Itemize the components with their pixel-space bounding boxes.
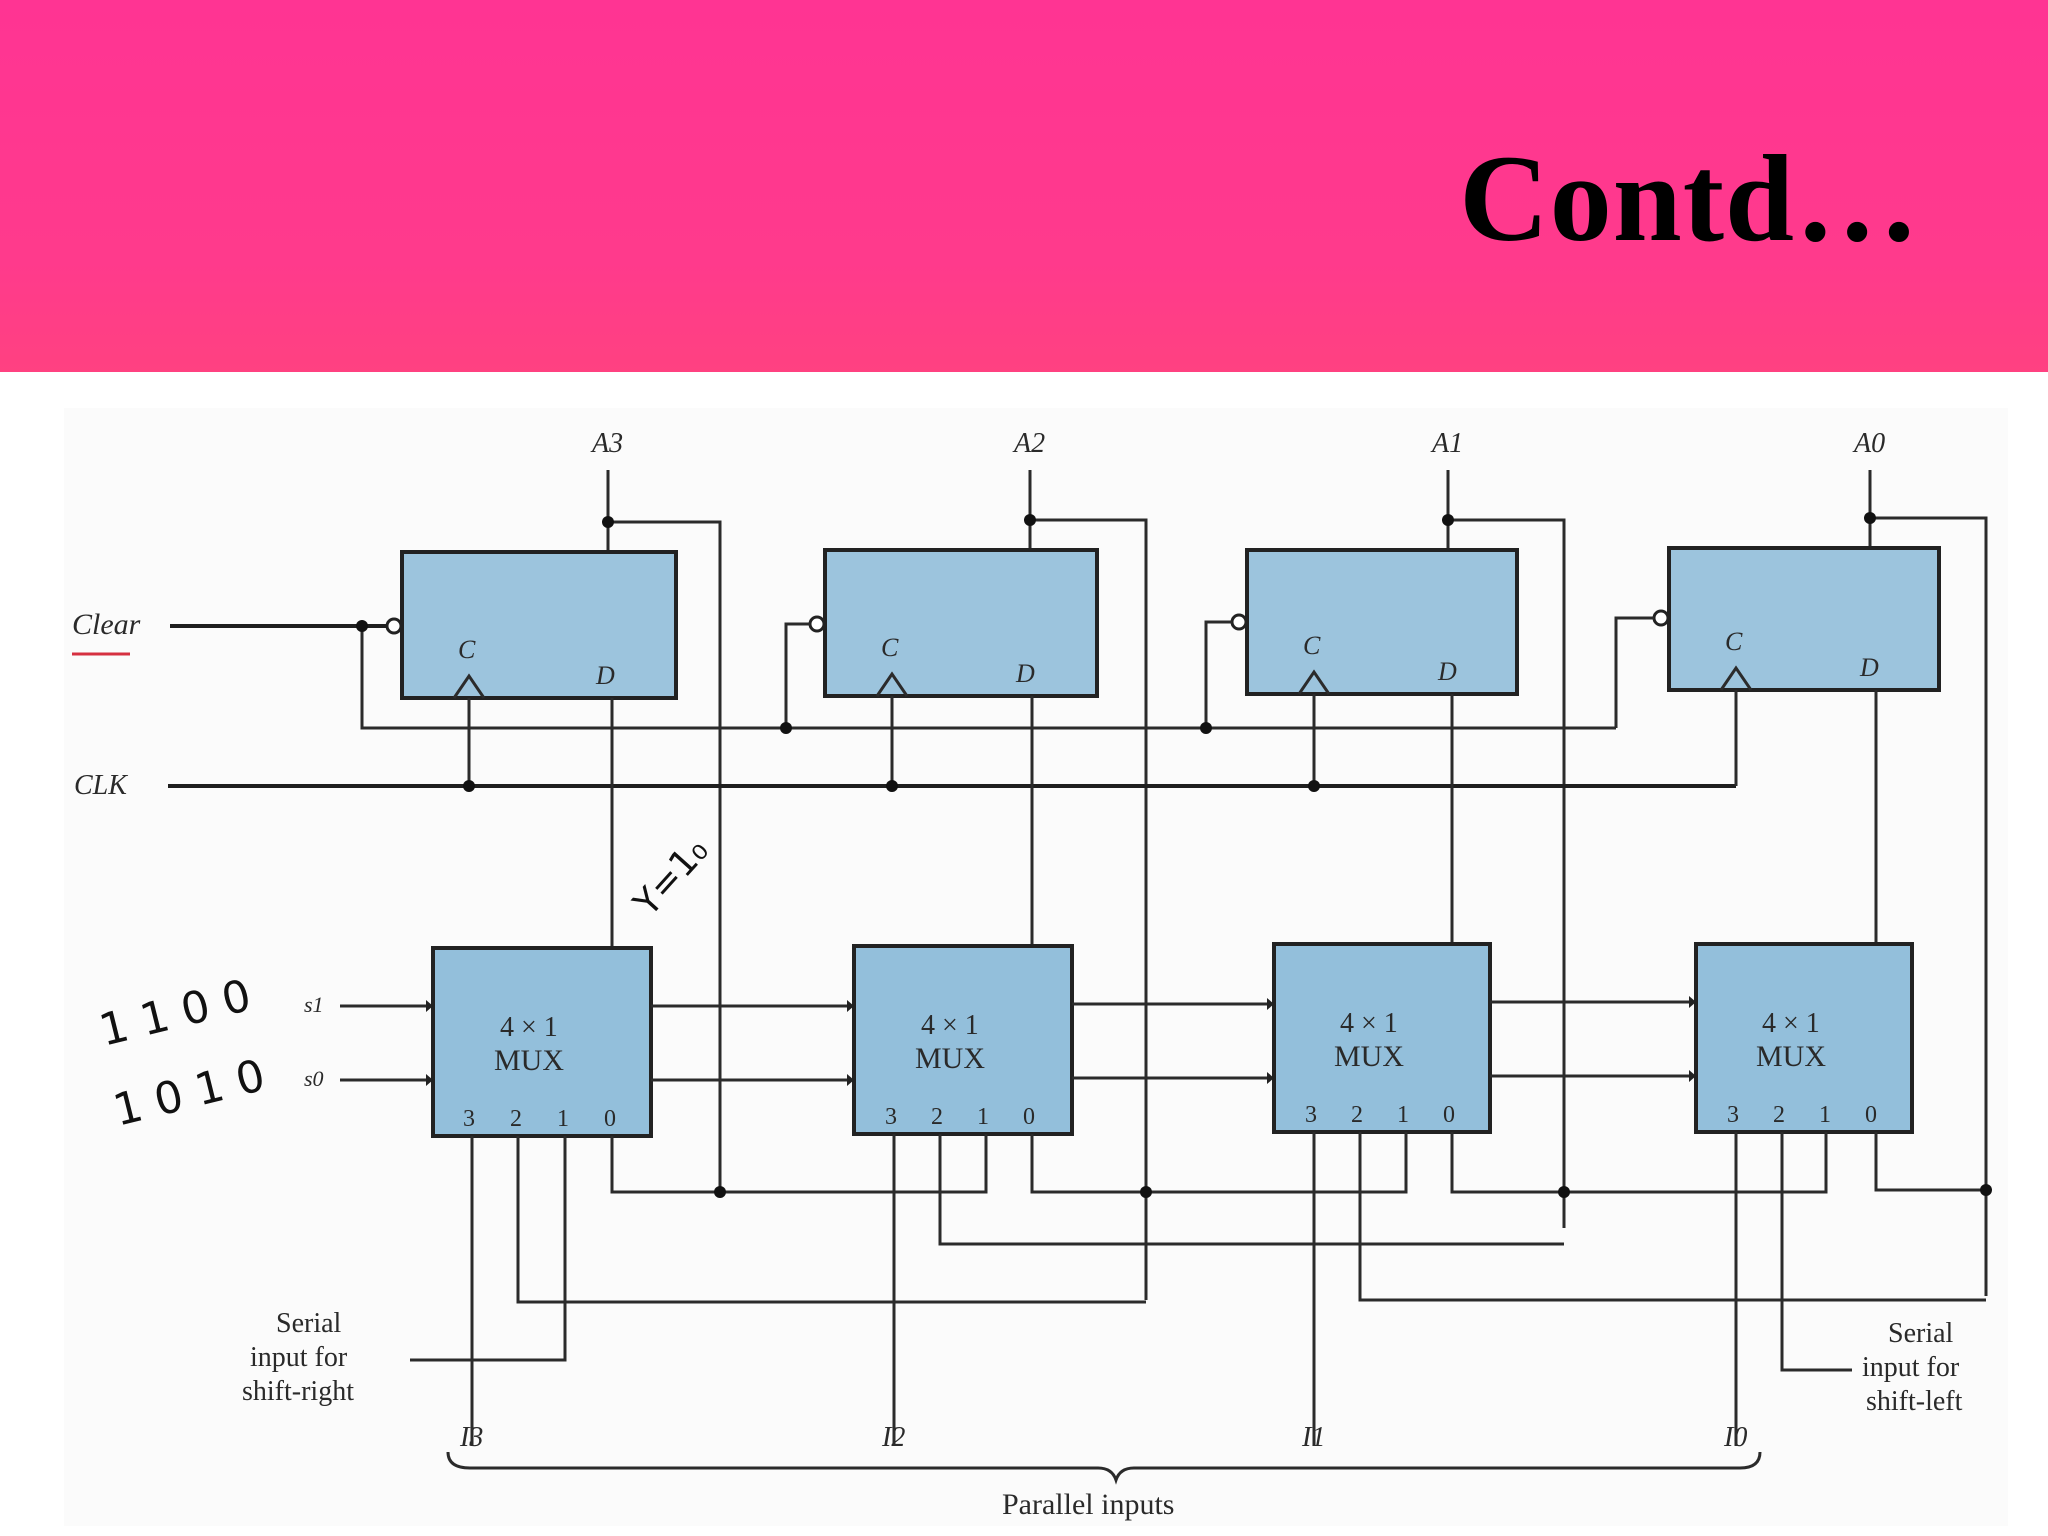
flip-flop-a1: [1245, 548, 1519, 696]
parallel-input-i1: I1: [1301, 1422, 1325, 1453]
ff3-clock-pin: C: [458, 635, 476, 664]
svg-text:0: 0: [1865, 1102, 1877, 1128]
svg-text:1: 1: [557, 1106, 569, 1132]
svg-text:2: 2: [510, 1106, 522, 1132]
svg-text:1: 1: [1819, 1102, 1831, 1128]
svg-text:1: 1: [1397, 1102, 1409, 1128]
output-label-a2: A2: [1012, 428, 1045, 459]
parallel-input-i0: I0: [1723, 1422, 1747, 1453]
mux0-pins: 3 2 1 0: [1727, 1102, 1877, 1128]
clear-label: Clear: [72, 608, 141, 641]
svg-text:0: 0: [1023, 1104, 1035, 1130]
mux-2: [852, 944, 1074, 1136]
ff0-clock-pin: C: [1725, 627, 1743, 656]
ff1-data-pin: D: [1437, 657, 1457, 686]
mux1-pins: 3 2 1 0: [1305, 1102, 1455, 1128]
svg-text:Serial: Serial: [276, 1308, 342, 1339]
slide-title: Contd…: [1459, 130, 1920, 267]
handwritten-note: Y=1₀: [626, 830, 717, 925]
mux2-pins: 3 2 1 0: [885, 1104, 1035, 1130]
clock-triangles: [452, 665, 1753, 699]
svg-text:2: 2: [931, 1104, 943, 1130]
clk-label: CLK: [74, 770, 128, 801]
svg-text:1: 1: [977, 1104, 989, 1130]
s0-label: s0: [304, 1066, 324, 1091]
parallel-input-i2: I2: [881, 1422, 905, 1453]
ff3-data-pin: D: [595, 661, 615, 690]
output-label-a1: A1: [1430, 428, 1463, 459]
mux3-name-label: MUX: [494, 1044, 564, 1077]
mux2-size-label: 4 × 1: [921, 1010, 979, 1041]
mux-0: [1694, 942, 1914, 1134]
mux-3: [431, 946, 653, 1138]
d-input-wires: [610, 690, 1878, 948]
output-leads: [606, 470, 1988, 1300]
mux2-name-label: MUX: [915, 1042, 985, 1075]
handwritten-s0-bits: 1 0 1 0: [108, 1050, 270, 1137]
ff0-data-pin: D: [1859, 653, 1879, 682]
svg-text:2: 2: [1351, 1102, 1363, 1128]
mux-input-wires: [410, 1132, 1986, 1446]
s1-label: s1: [304, 992, 324, 1017]
clk-bus: [168, 690, 1738, 788]
serial-right-caption: Serial input for shift-right: [242, 1308, 354, 1407]
output-label-a0: A0: [1852, 428, 1885, 459]
parallel-input-i3: I3: [459, 1422, 483, 1453]
mux0-size-label: 4 × 1: [1762, 1008, 1820, 1039]
svg-text:shift-left: shift-left: [1866, 1386, 1963, 1417]
ff1-clock-pin: C: [1303, 631, 1321, 660]
output-label-a3: A3: [590, 428, 623, 459]
svg-text:0: 0: [604, 1106, 616, 1132]
svg-text:3: 3: [885, 1104, 897, 1130]
svg-text:3: 3: [1727, 1102, 1739, 1128]
ff2-clock-pin: C: [881, 633, 899, 662]
mux0-name-label: MUX: [1756, 1040, 1826, 1073]
svg-text:input for: input for: [250, 1342, 348, 1373]
flip-flop-a2: [823, 548, 1099, 698]
mux1-name-label: MUX: [1334, 1040, 1404, 1073]
svg-text:3: 3: [463, 1106, 475, 1132]
svg-text:shift-right: shift-right: [242, 1376, 354, 1407]
junction-dots: [356, 512, 1992, 1198]
ff2-data-pin: D: [1015, 659, 1035, 688]
header-band: Contd…: [0, 0, 2048, 372]
flip-flop-a3: [400, 550, 678, 700]
mux-1: [1272, 942, 1492, 1134]
parallel-inputs-caption: Parallel inputs: [1002, 1488, 1174, 1521]
mux3-size-label: 4 × 1: [500, 1012, 558, 1043]
svg-text:Serial: Serial: [1888, 1318, 1954, 1349]
svg-text:0: 0: [1443, 1102, 1455, 1128]
mux3-pins: 3 2 1 0: [463, 1106, 616, 1132]
svg-text:2: 2: [1773, 1102, 1785, 1128]
mux1-size-label: 4 × 1: [1340, 1008, 1398, 1039]
flip-flop-a0: [1667, 546, 1941, 692]
clear-bus: [170, 616, 1654, 730]
svg-text:input for: input for: [1862, 1352, 1960, 1383]
svg-text:3: 3: [1305, 1102, 1317, 1128]
serial-left-caption: Serial input for shift-left: [1862, 1318, 1963, 1417]
handwritten-s1-bits: 1 1 0 0: [94, 970, 256, 1057]
parallel-inputs-brace: [446, 1451, 1762, 1485]
select-lines: [340, 996, 1696, 1086]
